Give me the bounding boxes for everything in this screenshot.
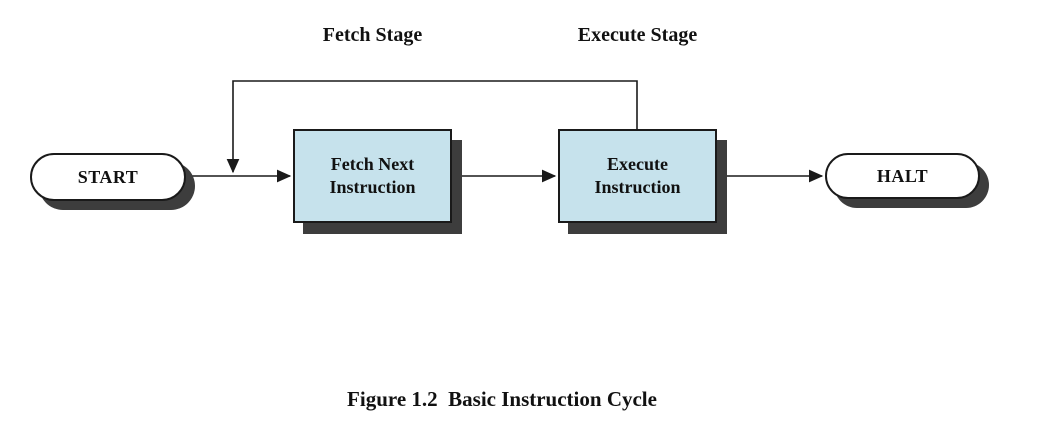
halt-node: HALT [825, 153, 980, 199]
halt-node-label: HALT [876, 165, 929, 186]
execute-instruction-node: Execute Instruction [558, 129, 717, 223]
execute-node-label: Execute Instruction [594, 153, 681, 197]
fetch-node-label: Fetch Next Instruction [329, 153, 416, 197]
execute-stage-label: Execute Stage [577, 24, 698, 46]
figure-caption: Figure 1.2 Basic Instruction Cycle [347, 387, 657, 411]
start-node-label: START [77, 166, 139, 187]
fetch-next-instruction-node: Fetch Next Instruction [293, 129, 452, 223]
start-node: START [30, 153, 186, 201]
fetch-stage-label: Fetch Stage [322, 24, 423, 46]
